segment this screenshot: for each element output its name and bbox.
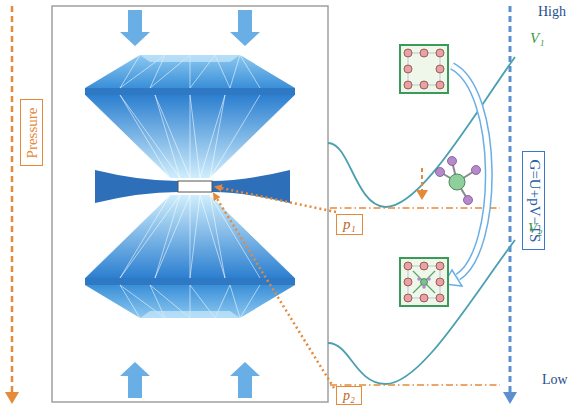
lattice-before-part-part <box>404 65 412 73</box>
lattice-before-part-part <box>420 49 428 57</box>
lattice-before-part <box>404 49 444 89</box>
hollow-arrow-part <box>452 66 489 277</box>
lattice-after-part-part <box>404 262 412 270</box>
volume-label: V₁ <box>530 30 544 47</box>
pointer-arrows-part <box>214 194 334 388</box>
lattice-after-part-part <box>436 278 444 286</box>
upper-diamond-part <box>85 88 295 95</box>
lattice-after-part <box>400 258 448 306</box>
pressure-axis-arrow-part <box>11 6 14 394</box>
hollow-arrow-part <box>452 66 489 277</box>
molecule-part-part <box>448 157 457 166</box>
lattice-after-part <box>421 279 428 286</box>
lattice-after-part-part <box>436 294 444 302</box>
pressure-label-box: p₂ <box>336 386 362 405</box>
upper-diamond-part <box>85 55 295 88</box>
pressure-axis-arrow <box>5 6 19 404</box>
pointer-arrows-part <box>216 187 336 212</box>
lattice-after-part-part <box>404 294 412 302</box>
molecule-part-part <box>472 166 481 175</box>
lattice-before-part-part <box>420 81 428 89</box>
energy-curves <box>328 57 515 384</box>
upper-diamond-part <box>85 55 295 178</box>
transition-arrow <box>416 168 428 200</box>
molecule-part-part <box>464 196 473 205</box>
dac-illustration-part <box>85 195 295 318</box>
box-text: p₁ <box>343 216 356 232</box>
lattice-after-part-part <box>420 262 428 270</box>
upper-diamond-part <box>85 95 295 178</box>
pressure-axis-arrow-part <box>5 392 19 404</box>
gasket-part <box>212 170 290 203</box>
force-arrows-part <box>120 362 150 398</box>
molecule-part <box>436 157 481 205</box>
gasket-part <box>95 170 178 203</box>
upper-diamond-part-part <box>210 95 295 178</box>
axis-end-label: High <box>538 4 566 20</box>
lattice-before-part-part <box>436 65 444 73</box>
transition-arrow-part <box>421 168 423 192</box>
axis-end-label: Low <box>542 372 568 388</box>
lattice-after <box>400 258 448 306</box>
lattice-after-part-part <box>404 278 412 286</box>
molecule-part <box>440 161 476 200</box>
transition-arrow-part <box>416 190 428 200</box>
upper-diamond-part-part <box>85 95 260 178</box>
axis-label-box: Pressure <box>20 99 43 166</box>
lattice-before-part <box>400 45 448 93</box>
molecule-part <box>449 174 465 190</box>
molecule <box>436 157 481 205</box>
hollow-arrow <box>444 66 489 286</box>
lattice-after-part <box>417 277 421 281</box>
energy-axis-arrow <box>503 6 517 404</box>
lattice-before-part-part <box>404 81 412 89</box>
sample-chamber <box>178 181 212 192</box>
force-arrows-part <box>120 10 150 46</box>
lattice-before-part-part <box>404 49 412 57</box>
gasket <box>95 170 290 203</box>
pressure-levels-part <box>330 207 500 208</box>
energy-curves-part <box>328 240 515 384</box>
pressure-label-box: p₁ <box>336 214 363 235</box>
upper-diamond-part-part <box>120 55 260 88</box>
lattice-after-part <box>404 262 444 302</box>
lattice-after-part <box>413 271 435 293</box>
upper-diamond-part <box>140 55 240 62</box>
lattice-before-part-part <box>436 81 444 89</box>
lattice-after-part-part <box>420 294 428 302</box>
force-arrows-part <box>230 10 260 46</box>
upper-diamond <box>85 55 295 178</box>
box-text: p₂ <box>343 388 355 403</box>
force-arrows-part <box>230 362 260 398</box>
molecule-part-part <box>436 168 445 177</box>
energy-axis-arrow-part <box>503 392 517 404</box>
lattice-before-part-part <box>436 49 444 57</box>
lattice-after-part <box>427 277 431 281</box>
lattice-before-part <box>408 53 440 85</box>
lattice-before <box>400 45 448 93</box>
box-text: Pressure <box>24 107 39 158</box>
pointer-arrows <box>214 187 336 388</box>
lattice-after-part <box>422 285 426 289</box>
cell-frame <box>52 6 328 402</box>
lattice-after-part-part <box>436 262 444 270</box>
pressure-levels <box>330 208 500 385</box>
volume-label: V₂ <box>528 220 542 237</box>
lattice-after-part <box>408 266 440 298</box>
